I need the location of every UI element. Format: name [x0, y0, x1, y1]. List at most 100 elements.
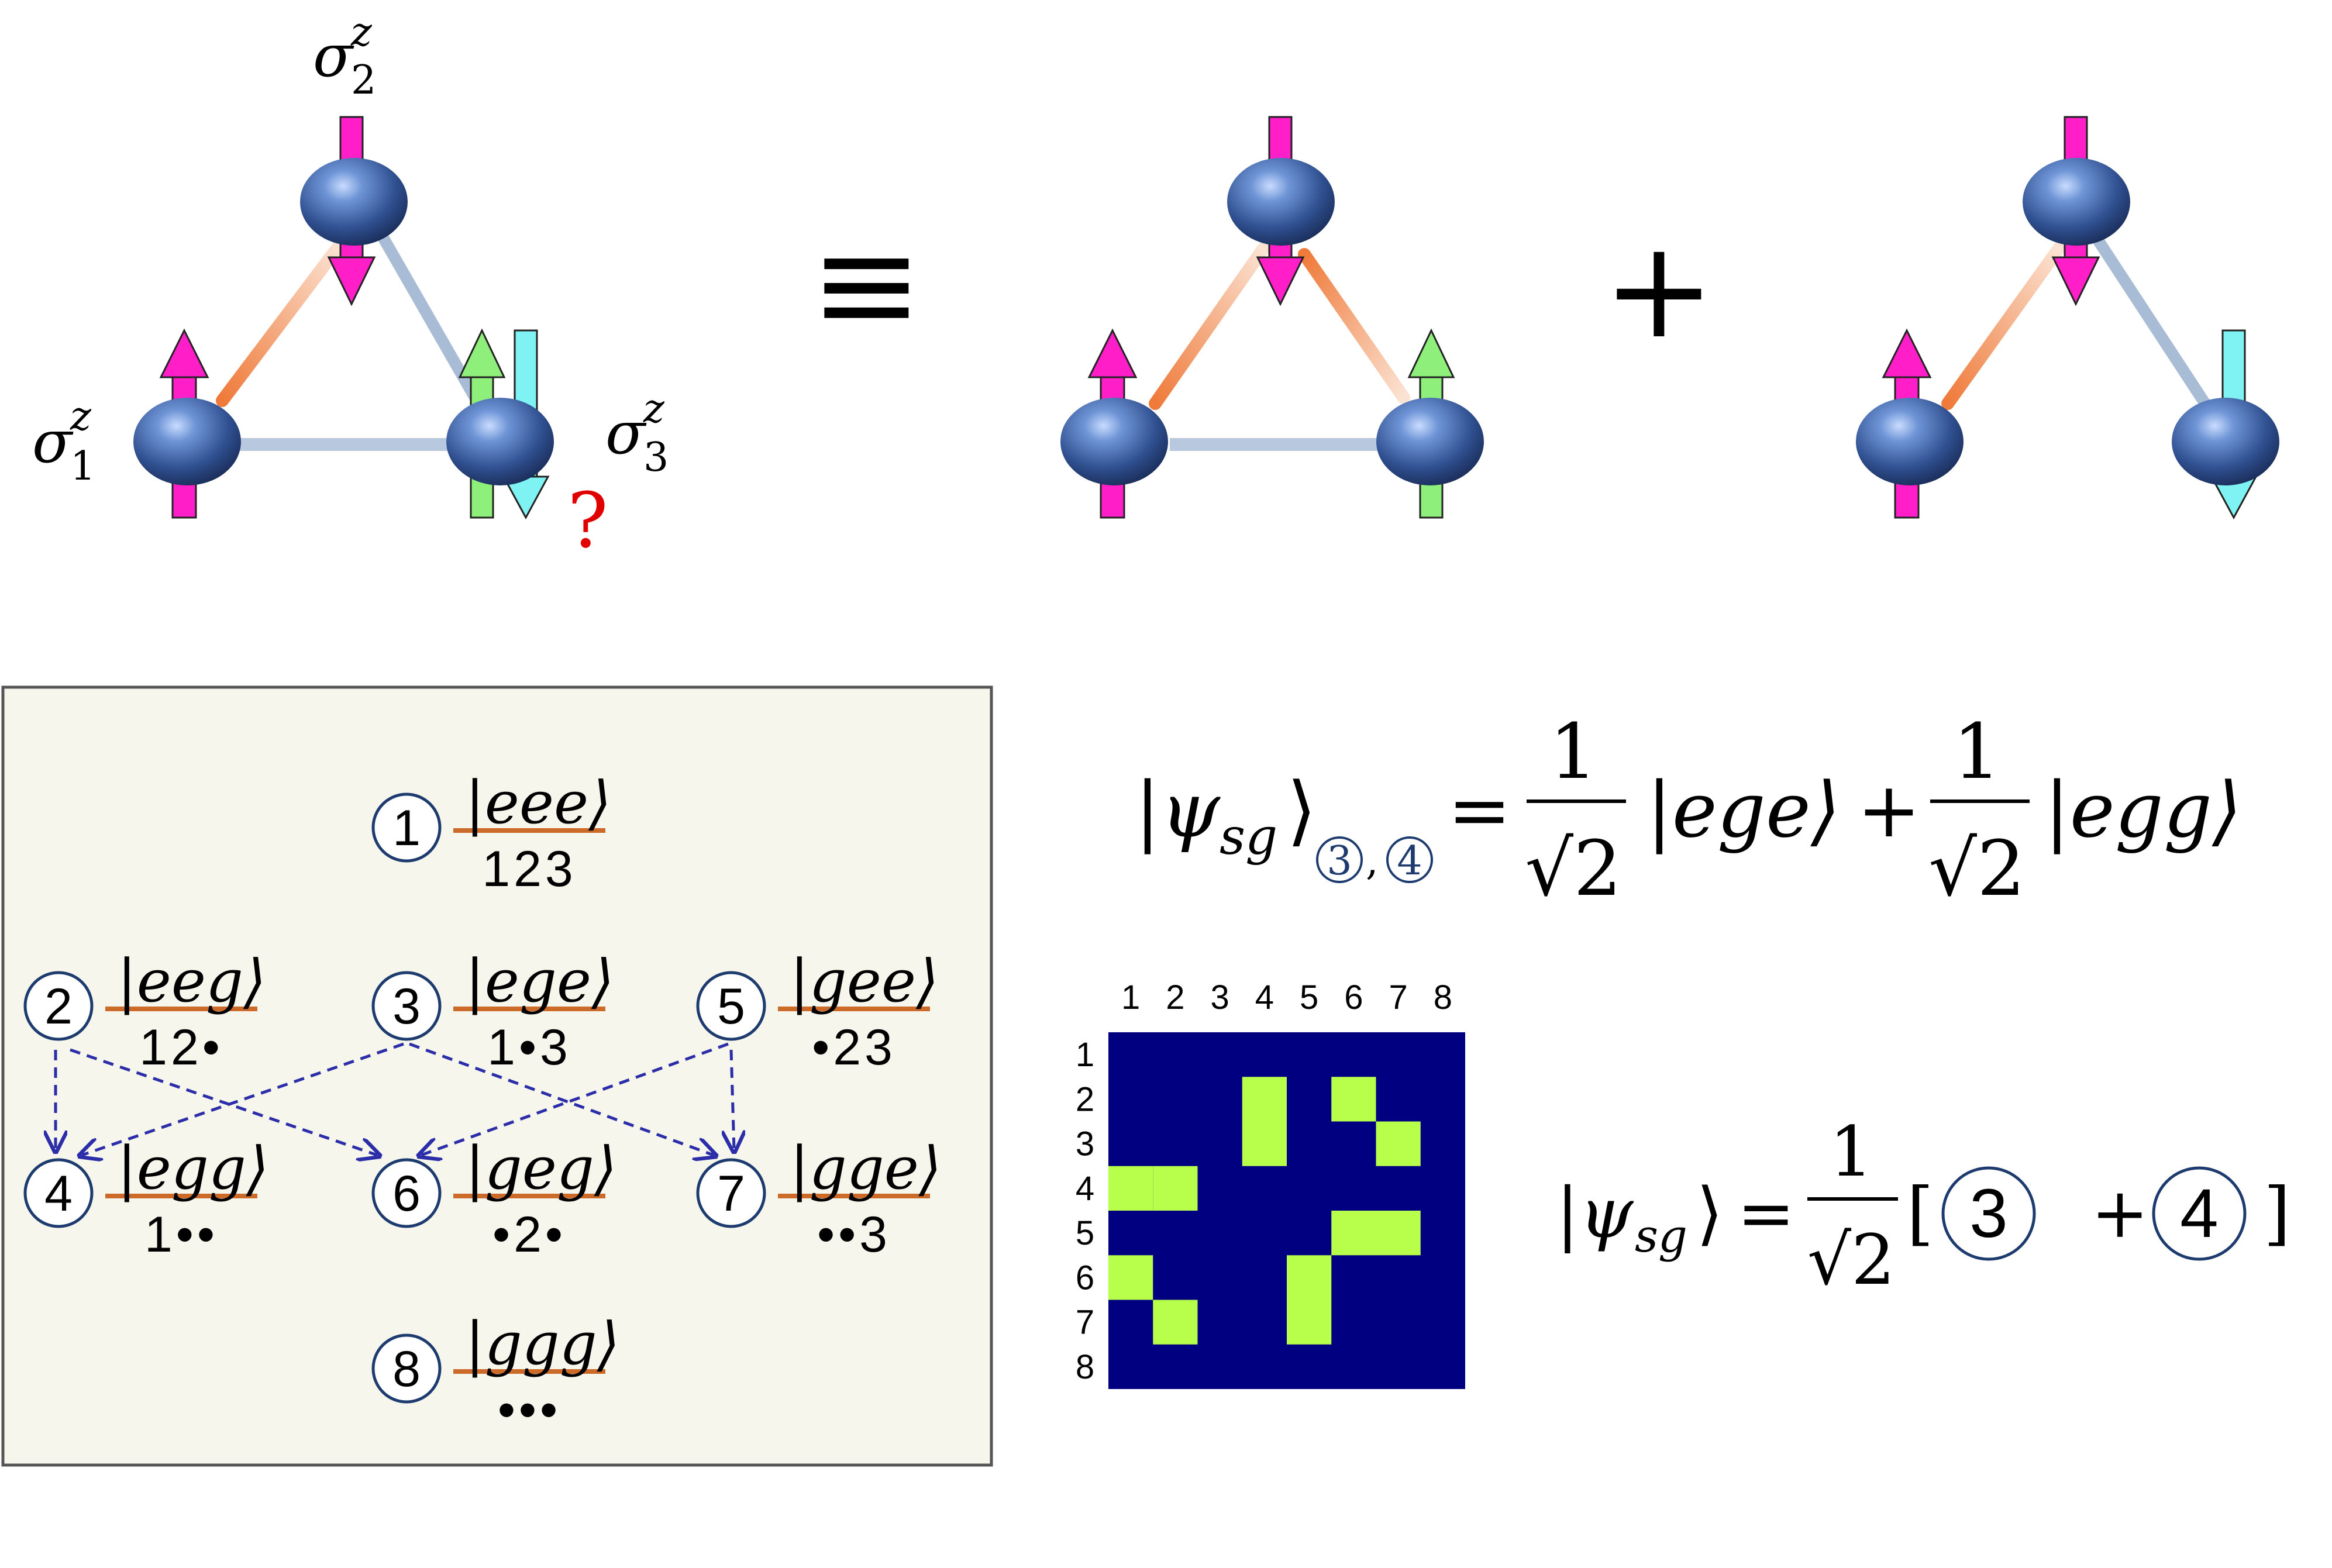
matrix-col-label: 7 [1389, 978, 1407, 1016]
matrix-row-label: 3 [1076, 1125, 1094, 1163]
matrix-row-label: 8 [1076, 1348, 1094, 1386]
arrow-down-head-spin2-right [2051, 256, 2100, 306]
level-occupation-label: 12• [139, 1019, 223, 1076]
svg-text:4: 4 [2180, 1175, 2219, 1252]
matrix-cell [1376, 1121, 1421, 1166]
level-occupation-label: •23 [812, 1019, 896, 1076]
energy-level: 3|ege⟩1•3 [371, 947, 614, 1076]
matrix-row-label: 6 [1076, 1259, 1094, 1297]
sphere-3 [446, 398, 554, 485]
bond-2-3-mid [1298, 248, 1410, 404]
matrix-col-label: 5 [1300, 978, 1318, 1016]
svg-text:⟩: ⟩ [1287, 766, 1317, 854]
energy-level: 7|gge⟩••3 [696, 1134, 942, 1263]
arrow-up-head-spin1-right [1882, 328, 1932, 378]
svg-text:|ege⟩: |ege⟩ [1646, 766, 1841, 854]
arrow-down-head-spin2-mid [1256, 256, 1305, 306]
matrix-col-label: 3 [1210, 978, 1229, 1016]
level-number-circle [23, 971, 94, 1041]
bond-1-2-right [1941, 242, 2065, 410]
matrix-cell [1108, 1166, 1153, 1211]
bond-1-2 [216, 239, 346, 407]
svg-text:z: z [70, 394, 92, 440]
svg-text:=: = [1448, 766, 1511, 854]
ref-circle-3 [1941, 1166, 2036, 1261]
level-ket: |eeg⟩ [117, 947, 266, 1015]
level-number-circle [371, 1333, 442, 1404]
transition-arrow [409, 1042, 714, 1155]
level-number: 8 [392, 1341, 421, 1397]
level-number-circle [371, 971, 442, 1041]
matrix-col-label: 8 [1434, 978, 1452, 1016]
spin-label-2: σ z 2 [313, 9, 376, 104]
svg-text:3: 3 [1969, 1175, 2008, 1252]
level-number: 5 [717, 978, 745, 1035]
level-number: 2 [44, 978, 73, 1035]
svg-text:√2: √2 [1807, 1219, 1895, 1300]
svg-text:1: 1 [70, 443, 95, 490]
level-number: 4 [44, 1166, 73, 1222]
svg-text:|egg⟩: |egg⟩ [2044, 766, 2242, 854]
matrix-row-label: 7 [1076, 1304, 1094, 1342]
level-ket: |ggg⟩ [465, 1309, 620, 1378]
sphere-1-mid [1060, 398, 1168, 485]
svg-text:√2: √2 [1525, 824, 1622, 913]
svg-text:+: + [1857, 766, 1921, 854]
spin-label-1: σ z 1 [32, 394, 95, 490]
matrix-cell [1153, 1300, 1198, 1345]
triangle-middle [1060, 116, 1484, 519]
matrix-cell [1153, 1166, 1198, 1211]
ref-circle-4 [2152, 1166, 2247, 1261]
level-ket: |geg⟩ [465, 1134, 617, 1202]
svg-text:1: 1 [1953, 707, 2002, 796]
matrix-cell [1376, 1211, 1421, 1256]
level-occupation-label: ••3 [817, 1207, 891, 1263]
level-occupation-label: 123 [482, 841, 577, 897]
matrix-cell [1331, 1077, 1376, 1122]
matrix-cell [1108, 1255, 1153, 1300]
bond-2-3 [368, 216, 483, 406]
svg-text:sg: sg [1220, 808, 1277, 866]
sphere-1 [133, 398, 241, 485]
triangle-right [1856, 116, 2279, 520]
svg-text:]: ] [2264, 1173, 2290, 1253]
matrix-col-label: 4 [1255, 978, 1274, 1016]
subscript-circle-4 [1386, 836, 1433, 883]
sphere-2-mid [1227, 158, 1335, 246]
svg-text:sg: sg [1635, 1210, 1687, 1263]
energy-level: 6|geg⟩•2• [371, 1134, 617, 1263]
equation-2: |ψ sg ⟩ = 1 √2 [ 3 + 4 ] [1556, 1111, 2290, 1300]
energy-level: 4|egg⟩1•• [23, 1134, 269, 1263]
level-number-circle [696, 1158, 766, 1228]
arrow-down-head-spin2 [327, 256, 376, 306]
svg-text:σ: σ [32, 408, 74, 476]
arrow-up-head-spin3-green-mid [1407, 328, 1455, 378]
matrix-row-label: 1 [1076, 1036, 1094, 1074]
matrix-cell [1287, 1255, 1332, 1300]
energy-level: 1|eee⟩123 [371, 769, 611, 897]
level-ket: |eee⟩ [465, 769, 611, 837]
plus-symbol: + [1603, 212, 1716, 368]
sphere-2-right [2023, 158, 2130, 246]
sphere-3-mid [1376, 398, 1484, 485]
svg-text:σ: σ [313, 22, 354, 90]
level-ket: |egg⟩ [117, 1134, 269, 1202]
transition-arrow [70, 1048, 377, 1155]
equation-1: |ψ sg ⟩ 3 , 4 = 1 √2 |ege⟩ + 1 √2 |egg⟩ [1135, 707, 2242, 913]
matrix-cell [1331, 1211, 1376, 1256]
matrix-row-label: 5 [1076, 1214, 1094, 1252]
svg-text:4: 4 [1397, 838, 1422, 884]
arrow-up-head-spin3-green [458, 328, 506, 378]
svg-text:z: z [350, 9, 373, 56]
svg-text:=: = [1737, 1173, 1795, 1253]
svg-text:⟩: ⟩ [1696, 1173, 1723, 1253]
matrix-row-label: 2 [1076, 1080, 1094, 1118]
energy-level: 5|gee⟩•23 [696, 947, 939, 1076]
svg-text:z: z [643, 386, 665, 432]
matrix-cell [1242, 1121, 1287, 1166]
matrix-cell [1242, 1077, 1287, 1122]
level-ket: |gge⟩ [790, 1134, 942, 1202]
equiv-symbol: ≡ [810, 206, 923, 363]
level-number: 6 [392, 1166, 421, 1222]
